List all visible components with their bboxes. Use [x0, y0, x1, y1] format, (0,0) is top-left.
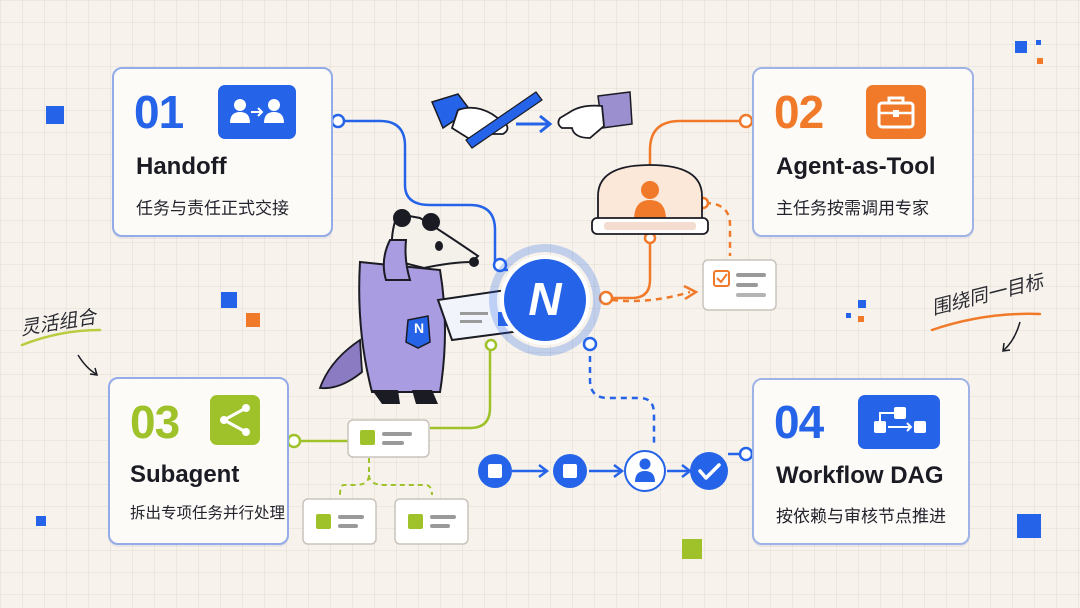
card-icon-tile	[210, 395, 260, 445]
connector-port	[738, 446, 754, 462]
card-icon-tile	[218, 85, 296, 139]
hub-glow	[489, 244, 601, 356]
deco-square	[1037, 58, 1043, 64]
hub-node	[500, 255, 590, 345]
underline-stroke	[930, 312, 1042, 332]
step-square-icon	[563, 464, 577, 478]
deco-square	[246, 313, 260, 327]
step-square-icon	[488, 464, 502, 478]
card-number: 01	[134, 86, 184, 138]
reviewer-body-icon	[635, 471, 655, 482]
connector-port	[286, 433, 302, 449]
tool-dashed-connector	[704, 201, 732, 256]
arrowhead	[538, 464, 550, 478]
card-title: Subagent	[130, 461, 240, 488]
toolbox-icon	[877, 96, 915, 129]
hand-arrow	[1003, 321, 1021, 351]
subtask-connector	[368, 474, 433, 496]
arrowhead	[89, 367, 99, 376]
subtask-connector	[339, 458, 370, 496]
connector-port	[598, 290, 614, 306]
deco-square	[1036, 40, 1041, 45]
arrowhead	[1002, 342, 1011, 352]
tool-connector	[648, 119, 746, 168]
branch-split-icon	[220, 404, 250, 436]
done-node	[690, 452, 728, 490]
subagent-parent-node	[347, 419, 430, 458]
mascot-badge-letter: N	[413, 320, 425, 336]
deco-square	[682, 539, 702, 559]
handshake-illustration	[430, 91, 633, 149]
card-icon-tile	[858, 395, 940, 449]
card-workflow-dag: 04 Workflow DAG 按依赖与审核节点推进	[752, 378, 970, 545]
connector-port	[582, 336, 598, 352]
reviewer-icon	[639, 458, 651, 470]
tool-return-connector	[608, 236, 652, 300]
arrowhead	[613, 464, 625, 478]
card-title: Agent-as-Tool	[776, 153, 936, 180]
card-number: 02	[774, 86, 824, 138]
connector-port	[492, 257, 508, 273]
card-handoff: 01 Handoff 任务与责任正式交接	[112, 67, 333, 237]
handoff-users-icon	[230, 99, 284, 123]
deco-square	[1015, 41, 1027, 53]
card-number: 03	[130, 396, 180, 448]
hub-letter: N	[528, 273, 562, 325]
deco-square	[846, 313, 851, 318]
workflow-dashed-connector	[588, 345, 656, 445]
deco-square	[858, 300, 866, 308]
subagent-hub-connector	[430, 346, 492, 430]
expert-bell-jar-illustration	[591, 164, 709, 235]
card-title: Workflow DAG	[776, 462, 944, 489]
card-number: 04	[774, 396, 824, 448]
card-title: Handoff	[136, 153, 227, 180]
connector-port	[484, 338, 498, 352]
tool-output-connector	[611, 290, 691, 303]
hand-arrow	[77, 354, 97, 375]
subtask-node	[302, 498, 377, 545]
card-subtitle: 任务与责任正式交接	[136, 199, 289, 219]
deco-square	[221, 292, 237, 308]
arrowhead	[683, 284, 699, 301]
subtask-node	[394, 498, 469, 545]
deco-square	[1017, 514, 1041, 538]
card-subagent: 03 Subagent 拆出专项任务并行处理	[108, 377, 289, 545]
deco-square	[36, 516, 46, 526]
underline-stroke	[20, 328, 102, 347]
dag-flow-icon	[874, 407, 926, 433]
connector-port	[330, 113, 346, 129]
deco-square	[46, 106, 64, 124]
card-subtitle: 拆出专项任务并行处理	[130, 504, 286, 522]
card-subtitle: 按依赖与审核节点推进	[776, 507, 946, 527]
card-agent-as-tool: 02 Agent-as-Tool 主任务按需调用专家	[752, 67, 974, 237]
deco-square	[858, 316, 864, 322]
result-document-illustration	[702, 259, 777, 311]
checkmark-icon	[698, 463, 721, 480]
card-icon-tile	[866, 85, 926, 139]
card-subtitle: 主任务按需调用专家	[776, 199, 929, 219]
connector-port	[738, 113, 754, 129]
